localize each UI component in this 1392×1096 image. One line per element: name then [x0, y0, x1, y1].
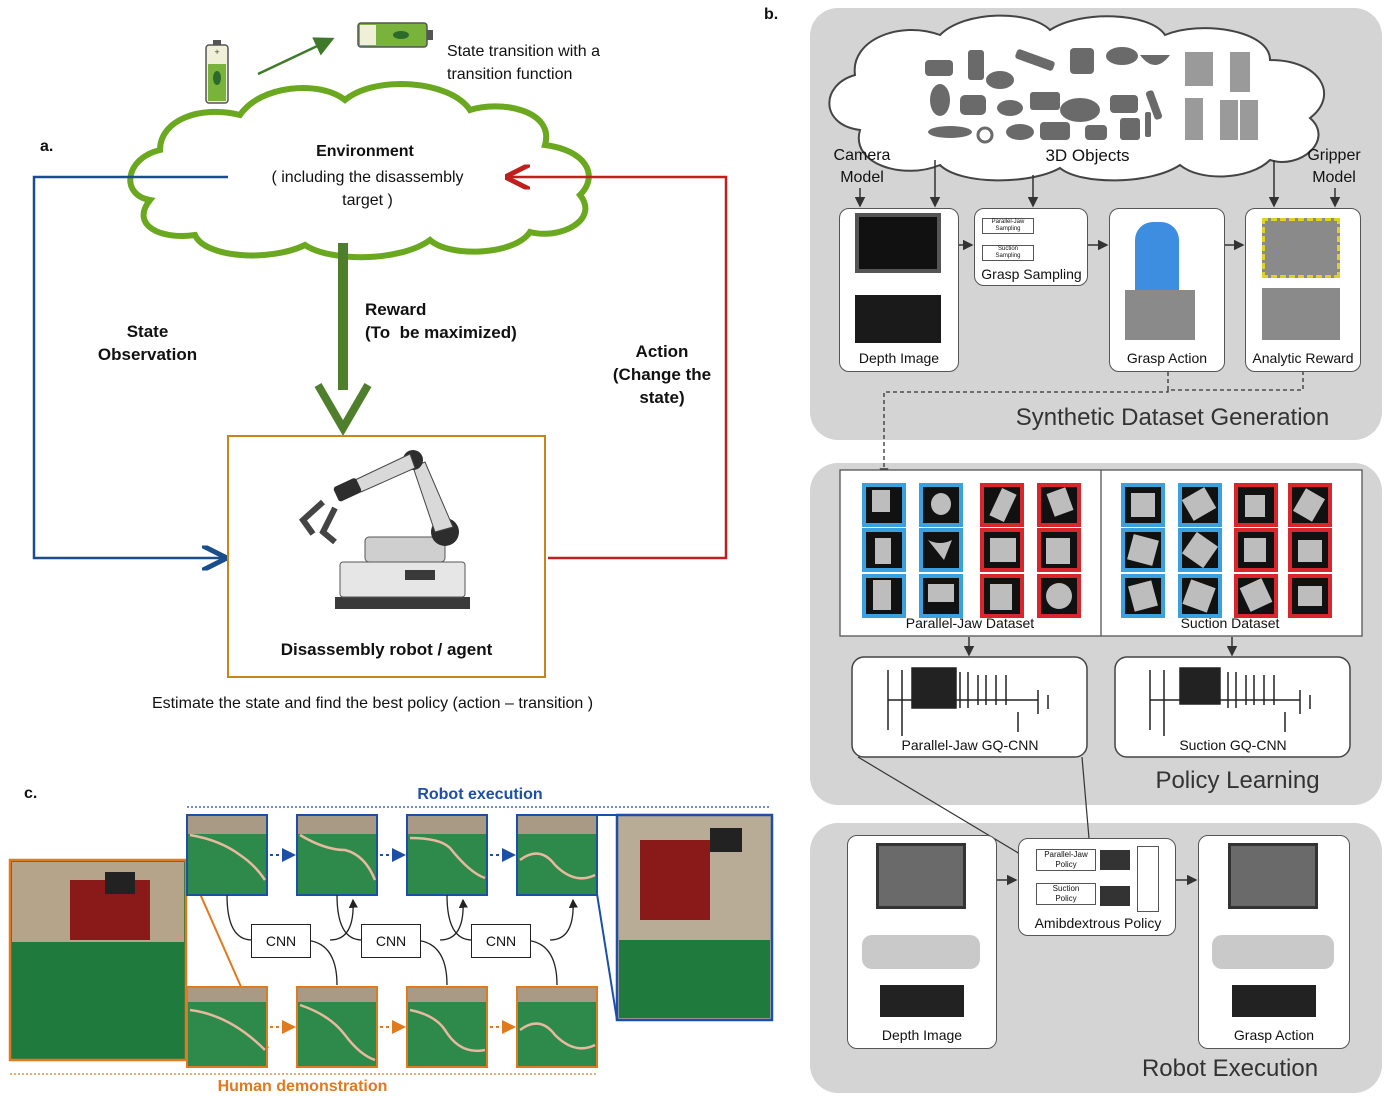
section-synthetic-label: Synthetic Dataset Generation [1015, 404, 1330, 431]
exec-robot-image [862, 935, 980, 969]
camera-model-label: Camera Model [833, 147, 891, 186]
battery-icon-full [357, 22, 433, 48]
pj-policy-label: Parallel-Jaw Policy [1036, 849, 1096, 871]
panel-b-label: b. [764, 6, 779, 23]
cnn-box-3: CNN [471, 924, 531, 958]
panel-a-caption: Estimate the state and find the best pol… [151, 695, 594, 712]
grasp-action-label: Grasp Action [1126, 350, 1208, 366]
depth-tray-image [855, 295, 941, 343]
agent-label: Disassembly robot / agent [280, 640, 493, 659]
environment-cloud [127, 81, 592, 261]
exec-grasp-monitor-image [1228, 843, 1318, 909]
dataset-thumbnails [862, 483, 1332, 618]
environment-subtitle: ( including the disassembly target ) [271, 169, 464, 209]
exec-depth-image-label: Depth Image [881, 1027, 963, 1043]
gripper-model-label: Gripper Model [1307, 147, 1361, 186]
gripper-render-image [1135, 222, 1179, 302]
agent-box [227, 435, 546, 678]
robot-arm-icon [295, 442, 475, 612]
action-label: Action (Change the state) [612, 342, 712, 407]
pj-policy-thumb [1100, 850, 1130, 870]
exec-bin-image [880, 985, 964, 1017]
battery-icon-low: + [205, 40, 229, 104]
suction-policy-thumb [1100, 886, 1130, 906]
depth-image-label: Depth Image [858, 350, 940, 366]
reward-render-image-top [1262, 218, 1340, 278]
state-observation-label: State Observation [97, 322, 198, 364]
depth-monitor-image [855, 213, 941, 273]
pj-sampling-label: Parallel-Jaw Sampling [982, 218, 1034, 234]
panel-a-label: a. [40, 138, 54, 155]
pj-dataset-label: Parallel-Jaw Dataset [905, 615, 1035, 631]
reward-render-image-bottom [1262, 288, 1340, 340]
exec-depth-monitor-image [876, 843, 966, 909]
reward-label: Reward (To be maximized) [365, 300, 517, 342]
object-render-image [1125, 290, 1195, 340]
suction-sampling-label: Suction Sampling [982, 245, 1034, 261]
ambidextrous-policy-label: Amibdextrous Policy [1034, 915, 1162, 931]
exec-grasp-robot-image [1212, 935, 1334, 969]
suction-dataset-label: Suction Dataset [1180, 615, 1280, 631]
objects-label: 3D Objects [1045, 146, 1130, 165]
section-policy-label: Policy Learning [1155, 767, 1320, 794]
policy-selector-box [1137, 846, 1159, 912]
grasp-sampling-label: Grasp Sampling [981, 266, 1082, 282]
exec-grasp-bin-image [1232, 985, 1316, 1017]
robot-execution-label: Robot execution [417, 786, 543, 803]
human-demo-label: Human demonstration [217, 1078, 388, 1095]
section-robot-execution-label: Robot Execution [1141, 1055, 1319, 1082]
exec-grasp-action-label: Grasp Action [1233, 1027, 1315, 1043]
cnn-box-1: CNN [251, 924, 311, 958]
analytic-reward-label: Analytic Reward [1252, 350, 1354, 366]
state-transition-text: State transition with a transition funct… [447, 43, 600, 83]
suction-gqcnn-label: Suction GQ-CNN [1179, 737, 1287, 753]
svg-text:+: + [214, 48, 220, 56]
panel-c-label: c. [24, 785, 38, 802]
cnn-box-2: CNN [361, 924, 421, 958]
environment-title: Environment [316, 143, 414, 160]
suction-policy-label: Suction Policy [1036, 883, 1096, 905]
pj-gqcnn-label: Parallel-Jaw GQ-CNN [901, 737, 1039, 753]
